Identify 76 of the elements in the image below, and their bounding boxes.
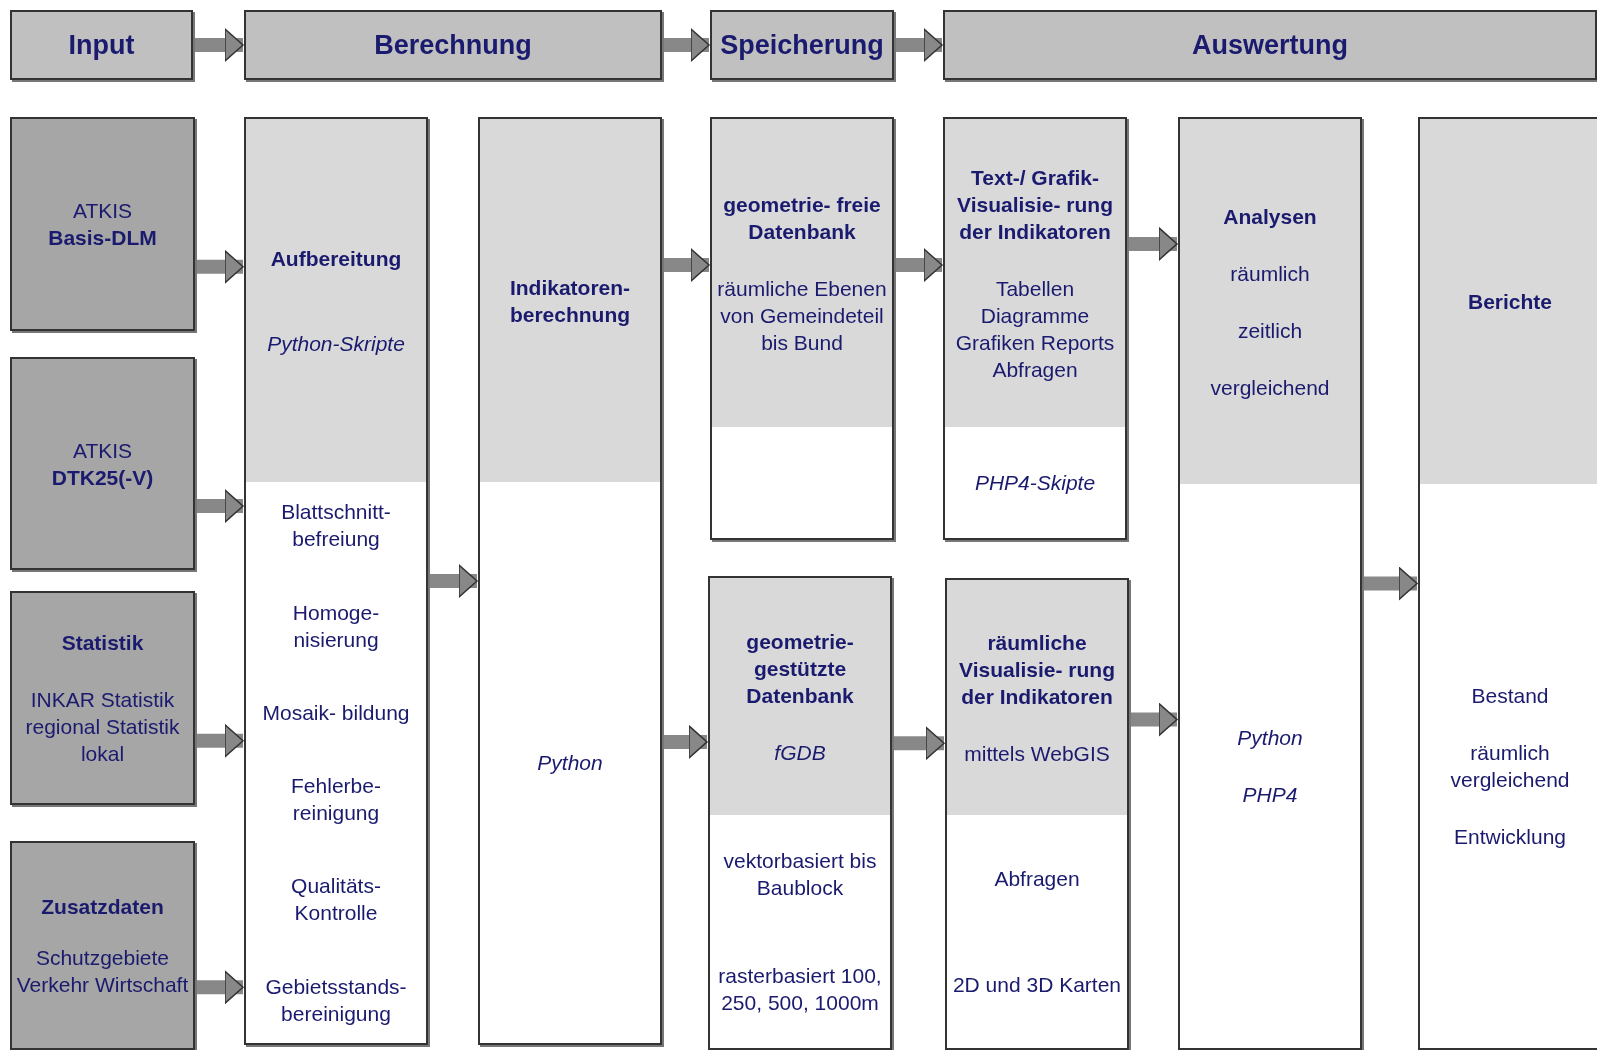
arrow xyxy=(196,724,244,758)
stage-header xyxy=(244,10,662,80)
tool-label: Python-Skripte xyxy=(266,330,406,357)
stage-header xyxy=(943,10,1597,80)
box-text: Bestand xyxy=(1470,683,1550,709)
box-heading: Indikatoren- berechnung xyxy=(508,274,632,328)
box-heading: Zusatzdaten xyxy=(40,894,165,920)
box-text: Entwicklung xyxy=(1452,824,1568,850)
box-text: vergleichend xyxy=(1209,374,1331,401)
stage-title: Auswertung xyxy=(1192,29,1348,61)
box-text: zeitlich xyxy=(1236,317,1304,344)
arrow xyxy=(196,250,244,284)
box-text: ATKIS xyxy=(71,437,134,464)
box-text: rasterbasiert 100, 250, 500, 1000m xyxy=(717,963,883,1017)
box-text: Tabellen Diagramme Grafiken Reports Abfragen xyxy=(954,275,1116,383)
box-heading: DTK25(-V) xyxy=(50,464,155,491)
box-text: Mosaik- bildung xyxy=(261,699,411,726)
box-heading: geometrie- gestützte Datenbank xyxy=(745,628,855,709)
box-text: Blattschnitt- befreiung xyxy=(280,499,392,553)
tool-label: Python xyxy=(1236,725,1304,751)
box-text: räumliche Ebenen von Gemeindeteil bis Bund xyxy=(716,275,888,356)
arrow xyxy=(1130,702,1178,737)
box-heading: Analysen xyxy=(1222,203,1318,230)
box-heading: räumliche Visualisie- rung der Indikatoren xyxy=(958,629,1116,710)
process-box xyxy=(10,117,195,331)
arrow xyxy=(663,28,710,62)
process-box xyxy=(1178,117,1362,1050)
box-heading: geometrie- freie Datenbank xyxy=(722,191,882,245)
stage-title: Speicherung xyxy=(720,29,884,61)
arrow xyxy=(194,28,244,62)
arrow xyxy=(1128,227,1178,261)
box-heading: Aufbereitung xyxy=(269,245,403,272)
box-text: räumlich vergleichend xyxy=(1449,740,1571,793)
box-heading: Text-/ Grafik- Visualisie- rung der Indikatoren xyxy=(956,164,1114,245)
arrow xyxy=(663,248,710,282)
box-heading: Berichte xyxy=(1467,289,1553,315)
process-box xyxy=(710,117,894,540)
process-box xyxy=(10,591,195,805)
arrow xyxy=(196,489,244,523)
arrow xyxy=(1363,566,1418,601)
process-box xyxy=(478,117,662,1045)
box-heading: Statistik xyxy=(60,630,145,656)
stage-header xyxy=(10,10,193,80)
box-text: 2D und 3D Karten xyxy=(951,972,1123,999)
arrow xyxy=(895,28,943,62)
box-heading: Basis-DLM xyxy=(47,225,158,251)
tool-label: PHP4-Skipte xyxy=(973,470,1097,496)
process-box xyxy=(708,576,892,1050)
box-text: räumlich xyxy=(1229,260,1311,287)
arrow xyxy=(429,564,478,598)
box-text: vektorbasiert bis Baublock xyxy=(722,847,878,901)
tool-label: fGDB xyxy=(773,739,827,766)
process-box xyxy=(10,357,195,570)
process-box xyxy=(1418,117,1597,1050)
stage-title: Berechnung xyxy=(374,29,532,61)
tool-label: Python xyxy=(536,750,604,776)
process-box xyxy=(945,578,1129,1050)
arrow xyxy=(663,725,708,759)
box-text: Fehlerbe- reinigung xyxy=(290,773,382,827)
box-text: Qualitäts- Kontrolle xyxy=(290,873,382,927)
stage-title: Input xyxy=(68,29,135,61)
box-text: mittels WebGIS xyxy=(963,740,1111,767)
box-text: ATKIS xyxy=(71,198,134,224)
arrow xyxy=(196,970,244,1005)
box-text: Abfragen xyxy=(993,865,1081,892)
process-box xyxy=(244,117,428,1045)
tool-label: PHP4 xyxy=(1241,782,1299,808)
arrow xyxy=(893,726,945,760)
box-text: Schutzgebiete Verkehr Wirtschaft xyxy=(15,945,190,998)
box-text: Homoge- nisierung xyxy=(291,599,381,653)
box-text: Gebietsstands- bereinigung xyxy=(264,973,408,1027)
process-box xyxy=(943,117,1127,540)
arrow xyxy=(895,248,943,282)
stage-header xyxy=(710,10,894,80)
process-box xyxy=(10,841,195,1050)
box-text: INKAR Statistik regional Statistik lokal xyxy=(24,687,181,767)
